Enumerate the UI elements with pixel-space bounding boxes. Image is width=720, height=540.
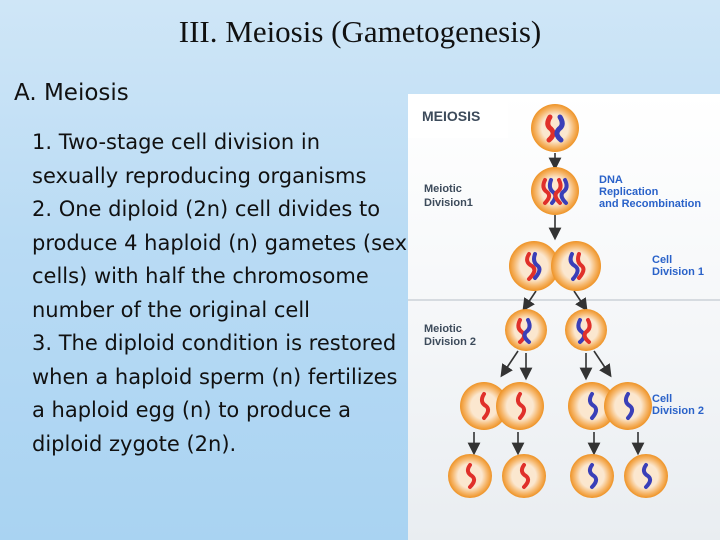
diagram-header-box: [408, 94, 508, 138]
point-2: 2. One diploid (2n) cell divides to prod…: [32, 197, 408, 322]
slide-title: III. Meiosis (Gametogenesis): [178, 14, 542, 49]
arrow: [593, 350, 612, 378]
dna-replication-line-3: and Recombination: [599, 198, 701, 210]
meiotic-division-1-label: Meiotic Division1: [424, 183, 473, 209]
meiotic-division-2-line-1: Meiotic: [424, 323, 462, 335]
cell-division-2-line-2: Division 2: [652, 405, 704, 417]
dividing-cell-2-left: [460, 382, 544, 430]
dividing-cell-2-right: [568, 382, 652, 430]
point-3: 3. The diploid condition is restored whe…: [32, 331, 398, 456]
cell-division-1-line-2: Division 1: [652, 266, 704, 278]
dividing-cell-1: [509, 241, 601, 291]
cell-division-1-line-1: Cell: [652, 254, 672, 266]
arrow: [500, 350, 519, 378]
daughter-cell-left: [505, 309, 547, 351]
body-text: 1. Two-stage cell division in sexually r…: [32, 126, 412, 461]
gamete-cell: [570, 454, 614, 498]
gamete-cell: [624, 454, 668, 498]
cell-division-2-label: Cell Division 2: [652, 393, 704, 417]
arrow: [522, 290, 537, 312]
dna-replication-line-2: Replication: [599, 186, 659, 198]
cell-division-2-line-1: Cell: [652, 393, 672, 405]
meiotic-division-1-line-1: Meiotic: [424, 183, 462, 195]
gamete-cell: [502, 454, 546, 498]
parent-cell: [531, 104, 579, 152]
diagram-header: MEIOSIS: [422, 108, 480, 124]
arrows: [467, 153, 645, 456]
cell-division-1-label: Cell Division 1: [652, 254, 704, 278]
meiotic-division-2-label: Meiotic Division 2: [424, 323, 476, 348]
replicated-cell: [531, 167, 579, 215]
meiotic-division-2-line-2: Division 2: [424, 336, 476, 348]
dna-replication-line-1: DNA: [599, 174, 623, 186]
arrow: [573, 290, 588, 312]
gamete-cells: [448, 454, 668, 498]
gamete-cell: [448, 454, 492, 498]
daughter-cell-right: [565, 309, 607, 351]
dna-replication-label: DNA Replication and Recombination: [599, 174, 701, 210]
point-1: 1. Two-stage cell division in sexually r…: [32, 130, 367, 188]
meiosis-diagram: MEIOSIS Meiotic Division1 Meiotic Divisi…: [408, 94, 720, 540]
meiotic-division-1-line-2: Division1: [424, 197, 473, 209]
section-heading: A. Meiosis: [14, 80, 129, 106]
